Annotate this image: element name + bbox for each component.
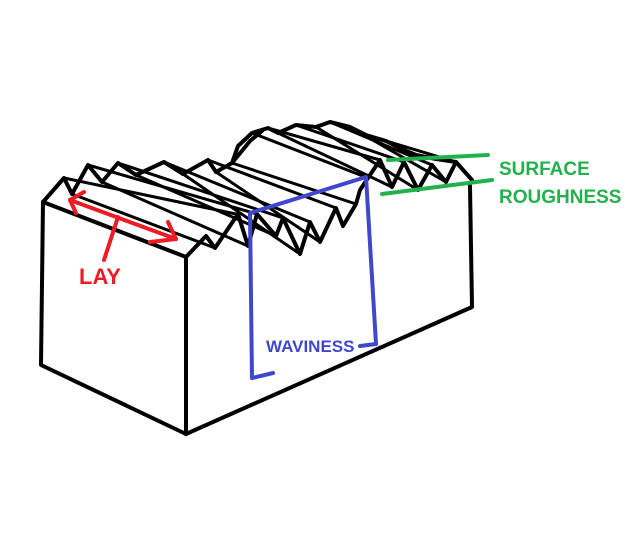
ridge-line	[62, 176, 238, 216]
surface-roughness-label-line1: SURFACE	[499, 159, 590, 180]
waviness-annotation: WAVINESS	[248, 175, 378, 380]
surface-roughness-annotation: SURFACE ROUGHNESS	[380, 153, 621, 208]
ridge-line	[206, 158, 338, 210]
lay-annotation: LAY	[68, 190, 178, 289]
block-front-face	[39, 200, 188, 436]
lay-arrowhead-right	[148, 220, 178, 244]
roughness-leader-top	[386, 153, 490, 162]
ridge-line	[70, 192, 217, 250]
ridge-line	[116, 161, 285, 220]
lay-arrowhead-left	[68, 190, 86, 215]
side-sawtooth-profile	[184, 158, 474, 259]
front-sawtooth-profile	[41, 129, 264, 204]
ridge-line	[230, 161, 358, 206]
ridge-line	[134, 173, 278, 238]
roughness-leader-bottom	[380, 178, 494, 196]
ridge-line	[294, 123, 406, 164]
surface-roughness-label-line2: ROUGHNESS	[499, 187, 621, 208]
block-side-face	[184, 184, 474, 436]
lay-label: LAY	[79, 264, 121, 289]
ridge-line	[314, 125, 420, 192]
ridge-line	[162, 160, 312, 224]
ridge-line	[181, 172, 302, 256]
ridge-line	[276, 131, 394, 189]
ridge-line	[100, 180, 250, 248]
lay-leader-line	[102, 215, 120, 262]
waviness-bracket	[248, 175, 378, 380]
ridge-line	[250, 131, 370, 180]
waviness-label: WAVINESS	[266, 337, 354, 356]
lay-arrow-shaft	[68, 198, 178, 241]
